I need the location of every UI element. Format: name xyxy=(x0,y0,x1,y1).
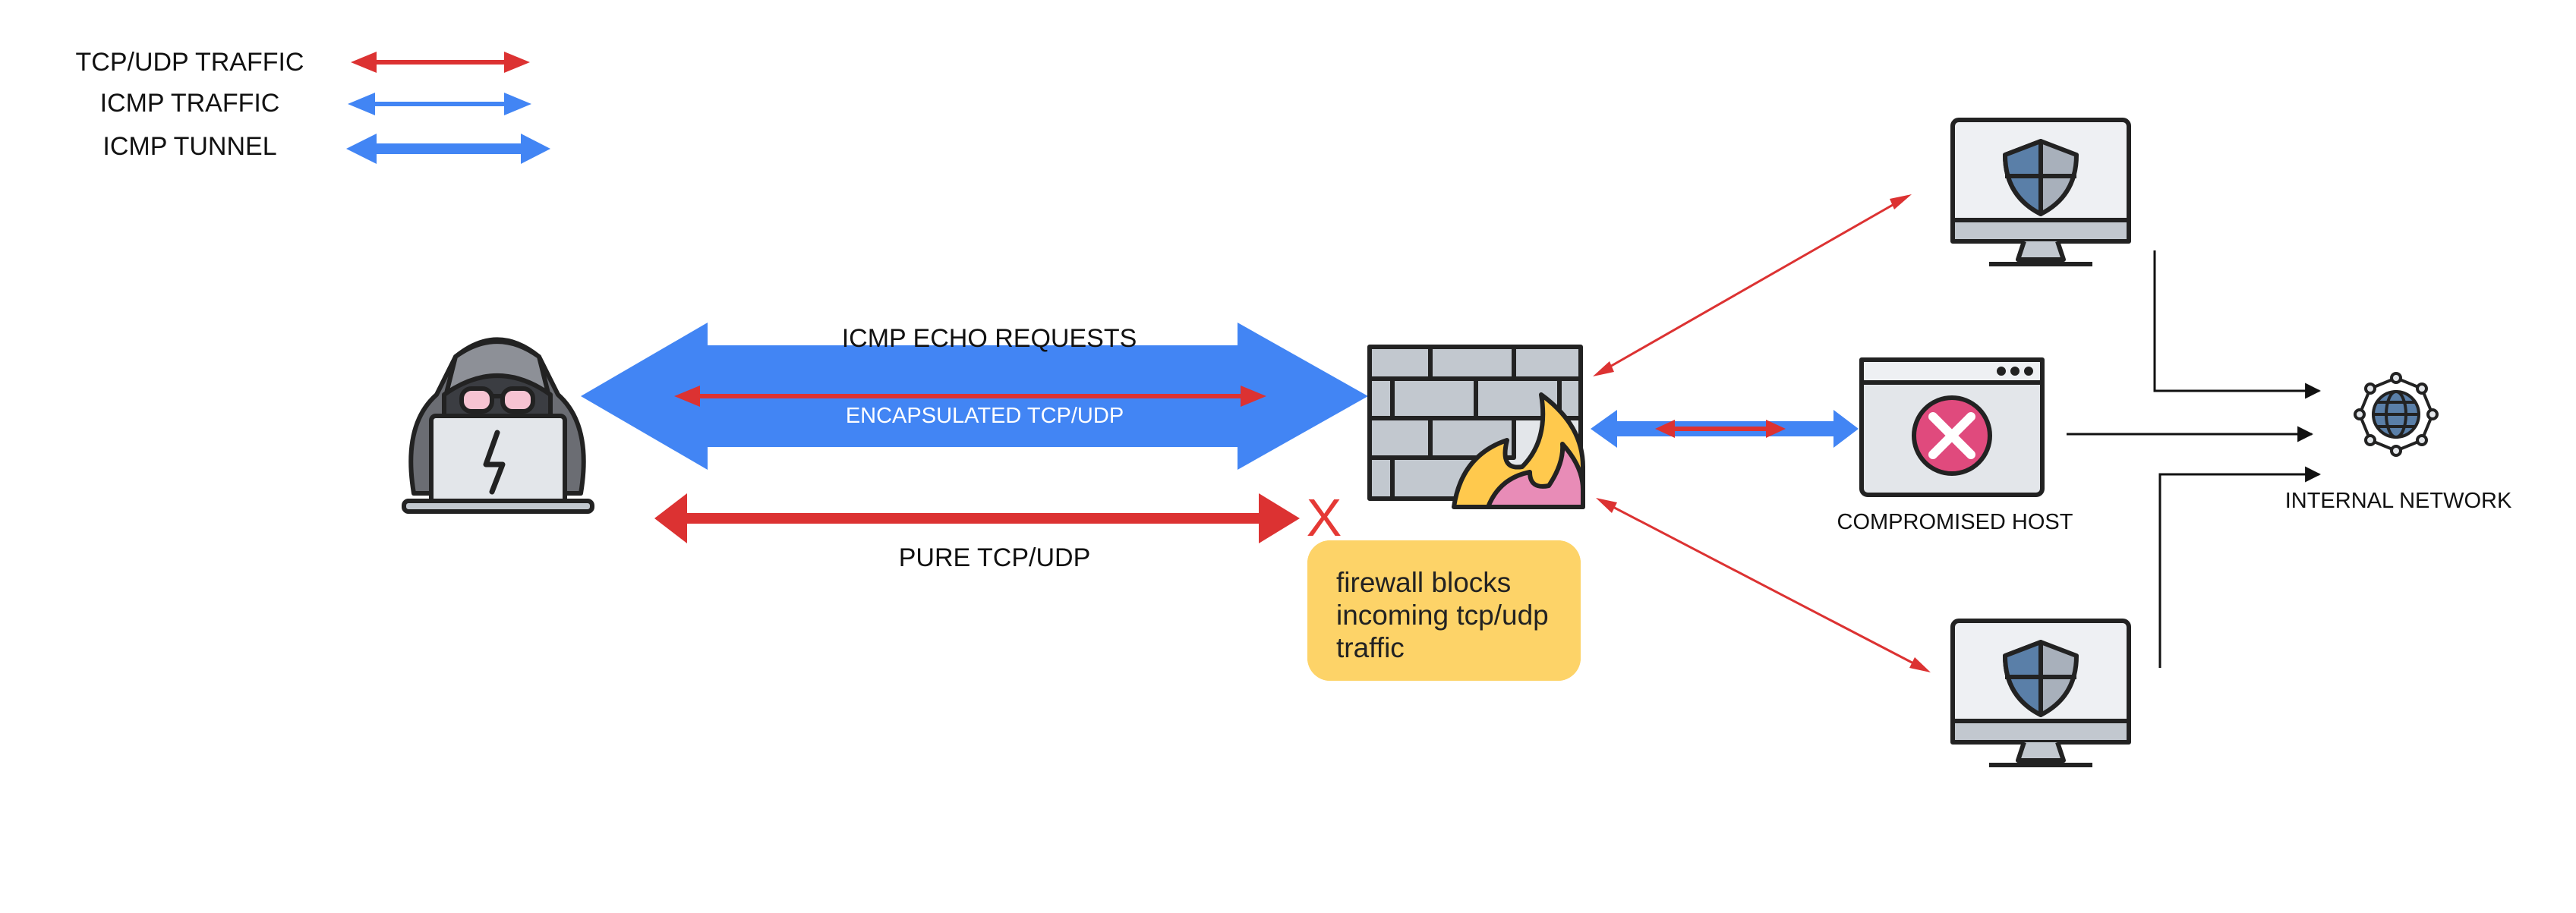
internal-network-label: INTERNAL NETWORK xyxy=(2285,489,2512,513)
firewall-to-bottom-monitor-arrow xyxy=(1596,498,1931,672)
secured-host-top-icon xyxy=(1950,118,2131,266)
note-line-2: incoming tcp/udp xyxy=(1336,600,1549,631)
note-line-1: firewall blocks xyxy=(1336,567,1512,598)
firewall-to-compromised-tunnel xyxy=(1591,410,1859,448)
legend-icmp-tunnel-label: ICMP TUNNEL xyxy=(102,132,276,161)
legend-icmp-tunnel-arrow xyxy=(346,134,550,164)
firewall-to-top-monitor-arrow xyxy=(1593,194,1912,376)
pure-tcp-arrow xyxy=(654,493,1300,543)
legend-icmp-traffic-arrow xyxy=(348,93,531,115)
top-host-to-network-line xyxy=(2153,250,2322,399)
tunnel-inner-label: ENCAPSULATED TCP/UDP xyxy=(846,404,1124,428)
bottom-host-to-network-line xyxy=(2158,466,2322,668)
internal-network-icon xyxy=(2354,372,2439,457)
firewall-icon xyxy=(1367,345,1585,509)
encapsulated-tcp-arrow xyxy=(674,386,1266,407)
legend-tcp-udp-label: TCP/UDP TRAFFIC xyxy=(76,48,304,77)
hacker-icon xyxy=(402,337,594,514)
blocked-x-mark: X xyxy=(1307,488,1342,547)
pure-tcp-label: PURE TCP/UDP xyxy=(899,543,1091,572)
secured-host-bottom-icon xyxy=(1950,619,2131,767)
tunnel-top-label: ICMP ECHO REQUESTS xyxy=(842,324,1137,353)
compromised-host-icon xyxy=(1859,357,2045,497)
note-line-3: traffic xyxy=(1336,632,1405,663)
legend-icmp-traffic-label: ICMP TRAFFIC xyxy=(100,89,280,118)
compromised-host-label: COMPROMISED HOST xyxy=(1837,510,2073,534)
legend-tcp-udp-arrow xyxy=(351,52,530,73)
firewall-note: firewall blocks incoming tcp/udp traffic xyxy=(1307,540,1581,681)
legend: TCP/UDP TRAFFIC ICMP TRAFFIC ICMP TUNNEL xyxy=(76,48,550,164)
